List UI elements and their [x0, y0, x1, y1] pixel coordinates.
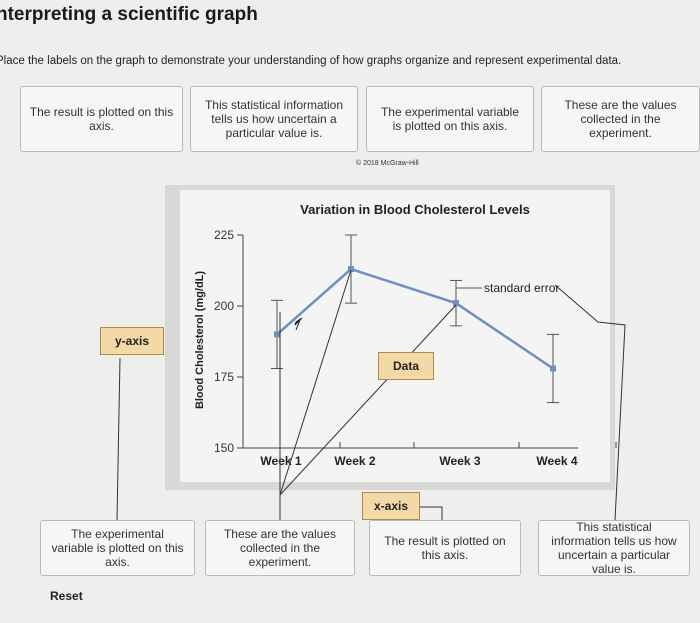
- drop-target-values-collected[interactable]: These are the values collected in the ex…: [205, 520, 355, 576]
- y-axis-tag[interactable]: y-axis: [100, 327, 164, 355]
- drop-target-statistical-info[interactable]: This statistical information tells us ho…: [538, 520, 690, 576]
- mouse-cursor-icon: [294, 317, 303, 331]
- x-tick-label: Week 4: [536, 454, 577, 468]
- data-point: [453, 300, 459, 307]
- x-axis-tag[interactable]: x-axis: [362, 492, 420, 520]
- leader-line-x-axis: [420, 506, 443, 520]
- leader-lines: [116, 269, 626, 521]
- label-card-experimental-variable[interactable]: The experimental variable is plotted on …: [366, 86, 534, 152]
- x-tick-label: Week 3: [439, 454, 480, 468]
- label-card-values-collected[interactable]: These are the values collected in the ex…: [541, 86, 700, 152]
- x-tick-label: Week 1: [260, 454, 301, 468]
- reset-button[interactable]: Reset: [50, 589, 83, 603]
- y-tick-label: 200: [214, 299, 234, 313]
- y-tick-label: 150: [214, 441, 234, 455]
- data-point: [550, 365, 556, 372]
- page-title: nterpreting a scientific graph: [0, 4, 258, 25]
- x-tick-label: Week 2: [334, 454, 375, 468]
- drop-target-experimental-variable[interactable]: The experimental variable is plotted on …: [40, 520, 195, 576]
- label-card-statistical-info[interactable]: This statistical information tells us ho…: [190, 86, 358, 152]
- leader-line-week2-point: [279, 269, 352, 496]
- copyright-text: © 2018 McGraw-Hill: [356, 160, 419, 167]
- leader-line-standard-error: [554, 284, 626, 521]
- drop-target-result-axis[interactable]: The result is plotted on this axis.: [369, 520, 521, 576]
- leader-line-y-axis: [116, 357, 121, 521]
- instructions: Place the labels on the graph to demonst…: [0, 55, 622, 67]
- y-axis-title: Blood Cholesterol (mg/dL): [194, 271, 206, 409]
- graph-area: [180, 190, 610, 482]
- data-tag[interactable]: Data: [378, 352, 434, 380]
- y-tick-label: 175: [214, 370, 234, 384]
- leader-line-week3-point: [279, 304, 457, 496]
- data-point: [348, 266, 354, 273]
- label-card-result-axis[interactable]: The result is plotted on this axis.: [20, 86, 183, 152]
- data-point: [274, 331, 280, 338]
- series-line: [276, 267, 554, 370]
- chart-title: Variation in Blood Cholesterol Levels: [300, 202, 530, 217]
- standard-error-label: standard error: [484, 281, 559, 295]
- y-tick-label: 225: [214, 228, 234, 242]
